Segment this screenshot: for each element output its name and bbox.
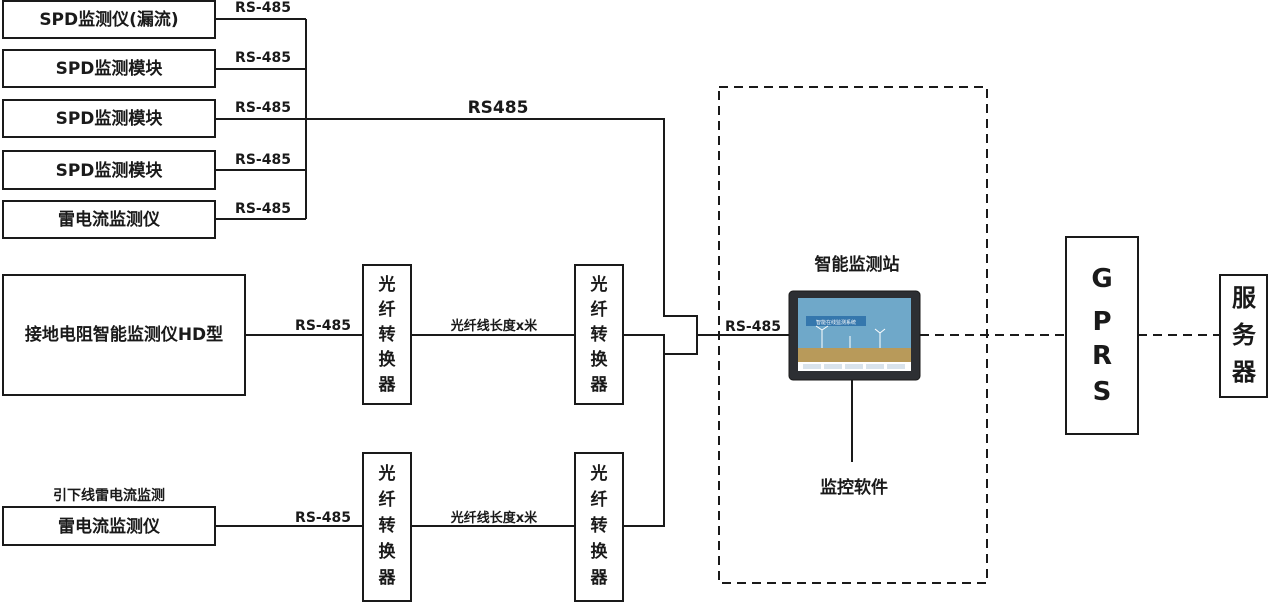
rs485-label-5: RS-485 xyxy=(235,201,291,217)
converter-char: 器 xyxy=(590,568,609,588)
ground-resistance-node: 接地电阻智能监测仪HD型 xyxy=(2,274,246,396)
screen-button xyxy=(824,364,842,369)
lightning-monitor-label-1: 雷电流监测仪 xyxy=(58,209,161,230)
converter-char: 纤 xyxy=(591,299,608,320)
converter-char: 器 xyxy=(378,375,397,395)
server-char: 器 xyxy=(1231,358,1257,386)
screen-button xyxy=(845,364,863,369)
spd-module-node-3: SPD监测模块 xyxy=(2,150,216,190)
converter-char: 换 xyxy=(591,349,609,370)
rs485-label-ground: RS-485 xyxy=(295,318,351,334)
fiber-length-label-1: 光纤线长度x米 xyxy=(450,318,538,334)
converter-char: 纤 xyxy=(379,489,396,510)
screen-button xyxy=(803,364,821,369)
rs485-label-3: RS-485 xyxy=(235,100,291,116)
server-node: 服 务 器 xyxy=(1219,274,1268,398)
converter-char: 光 xyxy=(378,463,396,484)
converter-char: 光 xyxy=(590,274,608,295)
spd-module-node-2: SPD监测模块 xyxy=(2,99,216,138)
spd-leak-node: SPD监测仪(漏流) xyxy=(2,0,216,39)
converter-char: 纤 xyxy=(591,489,608,510)
rs485-label-1: RS-485 xyxy=(235,0,291,16)
screen-button xyxy=(887,364,905,369)
lightning-monitor-node-2: 雷电流监测仪 xyxy=(2,506,216,546)
spd-module-label-1: SPD监测模块 xyxy=(56,58,164,79)
rs485-trunk-label: RS485 xyxy=(468,98,529,118)
server-char: 服 xyxy=(1232,284,1257,312)
ground-resistance-label: 接地电阻智能监测仪HD型 xyxy=(25,324,223,345)
fiber-converter-1: 光 纤 转 换 器 xyxy=(362,264,412,405)
rs485-label-lightning: RS-485 xyxy=(295,510,351,526)
station-monitor: 智能在线监测系统 xyxy=(788,290,921,381)
gprs-char: S xyxy=(1093,377,1112,407)
converter-char: 器 xyxy=(378,568,397,588)
rs485-label-4: RS-485 xyxy=(235,152,291,168)
fiber-converter-4: 光 纤 转 换 器 xyxy=(574,452,624,602)
converter-char: 换 xyxy=(591,541,609,562)
server-char: 务 xyxy=(1232,321,1257,349)
converter-char: 转 xyxy=(591,515,608,536)
gprs-char: P xyxy=(1092,307,1111,337)
converter-char: 器 xyxy=(590,375,609,395)
rs485-bus-top xyxy=(215,18,698,335)
rs485-label-2: RS-485 xyxy=(235,50,291,66)
rs485-label-station: RS-485 xyxy=(725,319,781,335)
wire-converter4-to-bus xyxy=(623,354,665,527)
gprs-char: G xyxy=(1091,264,1112,294)
gprs-node: G P R S xyxy=(1065,236,1139,435)
software-label: 监控软件 xyxy=(820,477,888,498)
downlead-caption: 引下线雷电流监测 xyxy=(53,487,165,504)
fiber-converter-3: 光 纤 转 换 器 xyxy=(362,452,412,602)
screen-title: 智能在线监测系统 xyxy=(816,319,856,326)
converter-char: 光 xyxy=(378,274,396,295)
wire-converter2-to-bus xyxy=(623,334,698,355)
converter-char: 换 xyxy=(379,349,397,370)
lightning-monitor-label-2: 雷电流监测仪 xyxy=(58,516,161,537)
converter-char: 转 xyxy=(379,515,396,536)
screen-button xyxy=(866,364,884,369)
spd-module-label-3: SPD监测模块 xyxy=(56,160,164,181)
converter-char: 转 xyxy=(591,324,608,345)
spd-leak-label: SPD监测仪(漏流) xyxy=(39,9,178,30)
spd-module-label-2: SPD监测模块 xyxy=(56,108,164,129)
fiber-converter-2: 光 纤 转 换 器 xyxy=(574,264,624,405)
converter-char: 纤 xyxy=(379,299,396,320)
lightning-monitor-node-1: 雷电流监测仪 xyxy=(2,200,216,239)
fiber-length-label-2: 光纤线长度x米 xyxy=(450,510,538,526)
gprs-char: R xyxy=(1092,341,1112,371)
station-title: 智能监测站 xyxy=(815,254,900,275)
converter-char: 换 xyxy=(379,541,397,562)
converter-char: 转 xyxy=(379,324,396,345)
spd-module-node-1: SPD监测模块 xyxy=(2,49,216,88)
converter-char: 光 xyxy=(590,463,608,484)
